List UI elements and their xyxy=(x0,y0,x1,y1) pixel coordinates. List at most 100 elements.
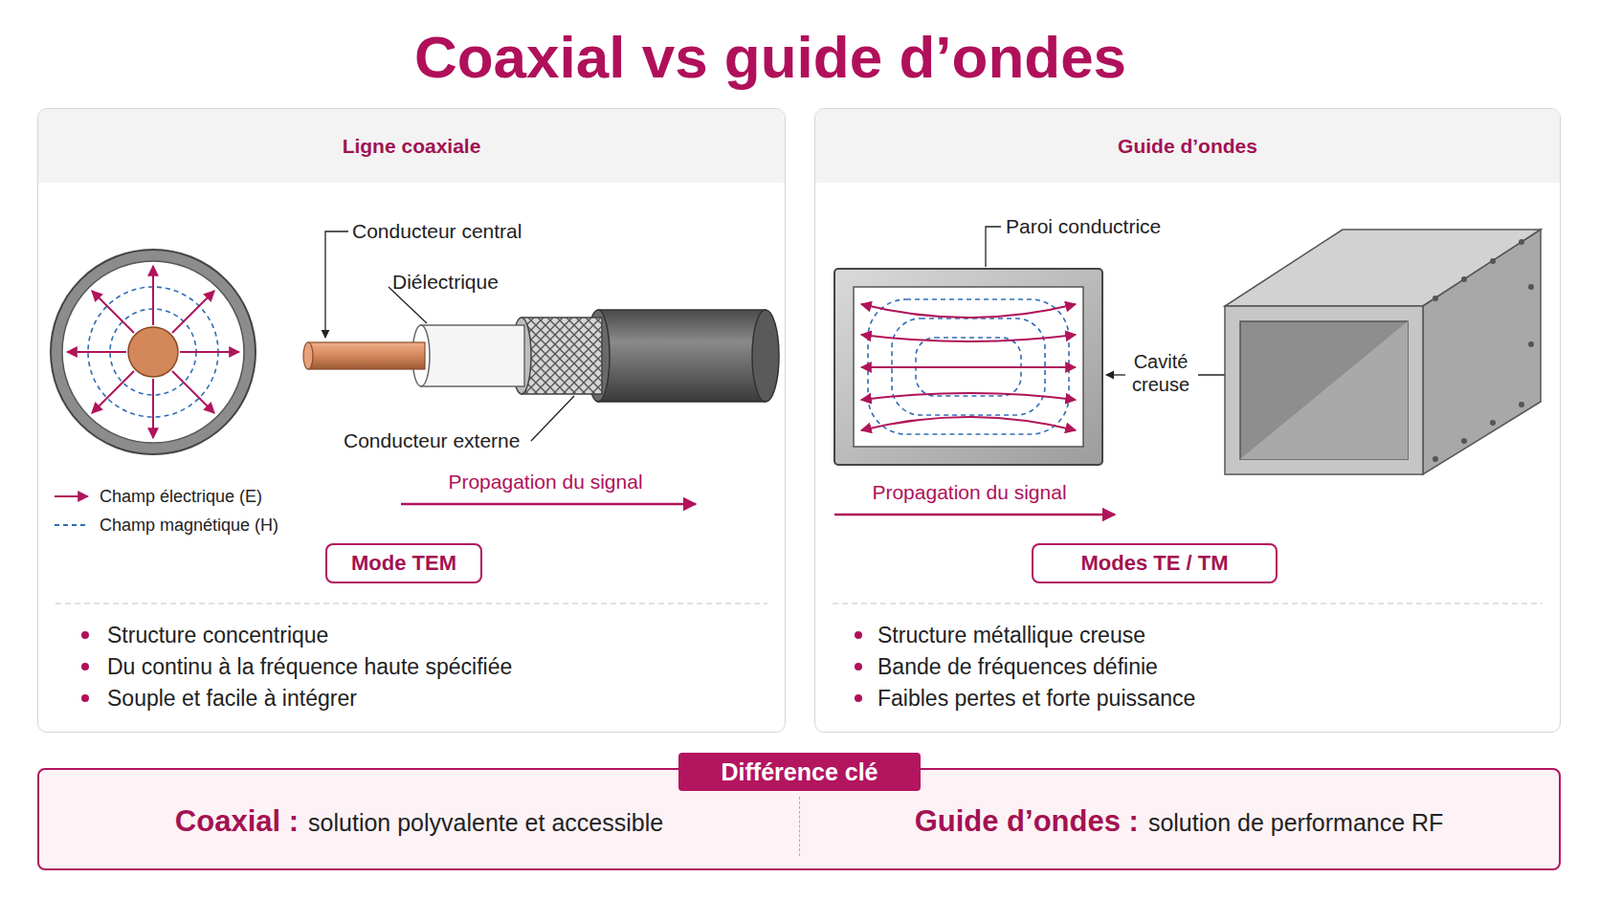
illustration-part xyxy=(834,268,1103,466)
node-heading: Coaxial : xyxy=(175,804,299,840)
node-text: Guide d’ondes : xyxy=(914,804,1139,840)
illustration-part xyxy=(1528,341,1534,348)
legend-line xyxy=(54,524,89,527)
illustration-part xyxy=(152,266,155,326)
illustration-part xyxy=(91,371,134,414)
node-heading: Guide d’ondes xyxy=(815,109,1560,183)
illustration-part xyxy=(325,231,349,338)
node-heading: Différence clé xyxy=(721,758,879,787)
illustration-part xyxy=(1518,239,1525,245)
legend-item: Champ magnétique (H) xyxy=(53,511,279,540)
signal-label: Propagation du signal xyxy=(440,470,651,494)
coax-cross-section xyxy=(50,249,256,455)
part-label: Paroi conductrice xyxy=(1005,215,1161,239)
illustration-part xyxy=(853,287,1084,447)
legend-text: Champ magnétique (H) xyxy=(99,515,279,536)
node-heading: Ligne coaxiale xyxy=(38,109,785,183)
illustration-part xyxy=(172,371,215,414)
illustration-part xyxy=(1240,321,1408,460)
bullet-dot xyxy=(854,694,863,703)
node-text: Structure concentrique xyxy=(107,622,329,649)
illustration-part xyxy=(66,266,240,439)
illustration-part xyxy=(91,290,134,334)
illustration-part xyxy=(50,249,256,455)
part-label: Cavité creuse xyxy=(1122,350,1200,397)
legend-sample xyxy=(53,518,92,533)
legend: Champ électrique (E) Champ magnétique (H) xyxy=(53,482,279,540)
part-label: Conducteur central xyxy=(352,220,522,244)
node-text: solution polyvalente et accessible xyxy=(308,809,664,838)
illustration-part xyxy=(1432,239,1534,463)
illustration-part xyxy=(303,342,313,370)
title: Coaxial vs guide d’ondes xyxy=(0,24,1541,90)
node-text: Structure métallique creuse xyxy=(877,622,1146,649)
illustration-part xyxy=(1518,401,1525,408)
leader-lines xyxy=(985,226,1237,376)
illustration-part xyxy=(1224,306,1423,475)
illustration-part xyxy=(861,417,1076,431)
bullet-dot xyxy=(854,663,863,671)
signal-label: Propagation du signal xyxy=(864,481,1075,505)
illustration-part xyxy=(1106,374,1126,376)
band-divider xyxy=(799,797,800,857)
node-heading: Modes TE / TM xyxy=(1081,551,1229,577)
illustration-part xyxy=(861,304,1076,318)
divider xyxy=(832,602,1543,604)
part-label: Diélectrique xyxy=(392,270,499,294)
mode-box: Mode TEM xyxy=(325,543,483,584)
illustration-part xyxy=(1432,295,1439,302)
illustration-part xyxy=(66,351,127,354)
illustration-part xyxy=(152,378,155,439)
illustration-part xyxy=(598,310,766,402)
bullet-dot xyxy=(81,694,89,703)
illustration-part xyxy=(1240,321,1408,460)
legend-sample xyxy=(53,489,92,504)
key-difference-tab: Différence clé xyxy=(678,753,921,792)
illustration-part xyxy=(861,304,1076,431)
legend-text: Champ électrique (E) xyxy=(99,487,263,508)
illustration-part xyxy=(1528,284,1534,290)
mode-box: Modes TE / TM xyxy=(1031,543,1278,584)
illustration-part xyxy=(1489,420,1496,426)
key-difference-band: Différence cléCoaxial :solution polyvale… xyxy=(37,768,1561,871)
legend-item: Champ électrique (E) xyxy=(53,482,279,512)
part-label: Conducteur externe xyxy=(343,429,520,453)
propagation-arrow xyxy=(834,513,1115,517)
illustration-part xyxy=(1432,456,1439,463)
illustration-part xyxy=(752,310,779,402)
panel: Modes TE / TM Guide d’ondesStructure méta… xyxy=(814,108,1561,734)
illustration-part xyxy=(308,342,425,370)
illustration-part xyxy=(861,393,1076,400)
illustration-part xyxy=(1422,229,1541,475)
leader-lines xyxy=(325,231,575,442)
divider xyxy=(55,602,768,604)
node-text: Du continu à la fréquence haute spécifié… xyxy=(107,653,512,681)
node-text: solution de performance RF xyxy=(1148,809,1444,838)
illustration-part xyxy=(521,317,602,395)
panel: Mode TEM Ligne coaxialeStructure concentr… xyxy=(37,108,786,734)
illustration-part xyxy=(1461,438,1467,445)
bullet-dot xyxy=(854,631,863,640)
illustration-part xyxy=(531,396,575,442)
illustration-part xyxy=(179,351,240,354)
bullet-dot xyxy=(81,663,89,671)
illustration-part xyxy=(861,366,1076,369)
illustration-part xyxy=(1461,276,1467,283)
illustration-part xyxy=(1489,258,1496,265)
node-text: Faibles pertes et forte puissance xyxy=(877,685,1196,712)
propagation-arrow xyxy=(400,503,696,507)
node-heading: Mode TEM xyxy=(351,551,457,577)
illustration-part xyxy=(421,325,525,387)
illustration-part xyxy=(861,334,1076,342)
waveguide-cross-section xyxy=(834,268,1103,466)
legend-line xyxy=(54,495,89,498)
node-text: Bande de fréquences définie xyxy=(877,653,1158,681)
illustration-part xyxy=(172,290,215,334)
node-text: Souple et facile à intégrer xyxy=(107,685,357,712)
bullet-dot xyxy=(81,631,89,640)
illustration-part xyxy=(985,226,1001,267)
illustration-part xyxy=(128,327,178,378)
waveguide-3d xyxy=(1224,229,1541,475)
illustration-part xyxy=(62,261,245,444)
